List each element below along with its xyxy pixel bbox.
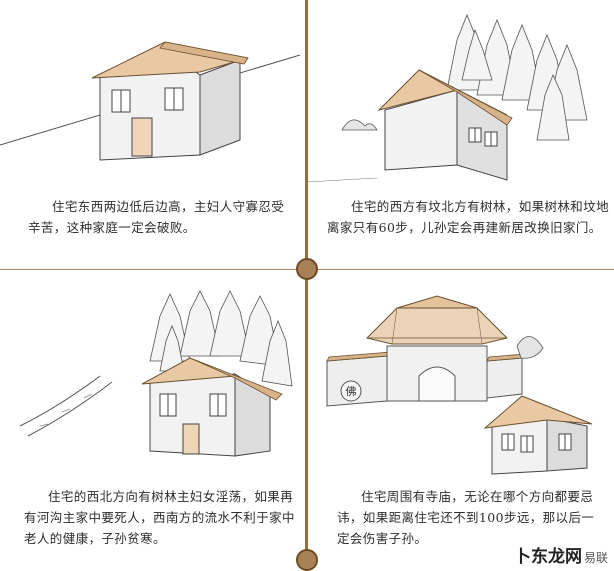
caption-3: 住宅的西北方向有树林主妇女淫荡，如果再有河沟主家中要死人，西南方的流水不利于家中… (24, 489, 295, 546)
panel-1: 住宅东西两边低后边高，主妇人守寡忍受辛苦，这种家庭一定会破败。 (0, 0, 307, 285)
house-forest-stream-illustration (19, 290, 293, 457)
temple-sign-text: 佛 (346, 385, 357, 398)
vertical-divider (305, 0, 308, 571)
panel-3: 住宅的西北方向有树林主妇女淫荡，如果再有河沟主家中要死人，西南方的流水不利于家中… (0, 286, 307, 571)
caption-1: 住宅东西两边低后边高，主妇人守寡忍受辛苦，这种家庭一定会破败。 (28, 199, 285, 235)
divider-knob-bottom (296, 549, 318, 571)
watermark-main: 卜东龙网 (513, 547, 582, 567)
house-near-temple-illustration: 佛 (326, 295, 593, 475)
panel-2: 住宅的西方有坟北方有树林，如果树林和坟地离家只有60步，儿孙定会再建新居改换旧家… (307, 0, 614, 285)
house-on-slope-illustration (0, 41, 301, 161)
house-grave-forest-illustration (307, 13, 588, 183)
caption-4: 住宅周围有寺庙，无论在哪个方向都要忌讳，如果距离住宅还不到100步远，那以后一定… (337, 489, 595, 546)
watermark: 卜东龙网易联 (514, 542, 608, 567)
panel-4: 佛 住宅周围有寺庙，无论在哪个方向都要忌讳，如果距离住宅还不到100步远，那以后… (307, 286, 614, 571)
caption-2: 住宅的西方有坟北方有树林，如果树林和坟地离家只有60步，儿孙定会再建新居改换旧家… (327, 199, 610, 235)
divider-knob-middle (296, 258, 318, 280)
watermark-sub: 易联 (583, 551, 608, 565)
